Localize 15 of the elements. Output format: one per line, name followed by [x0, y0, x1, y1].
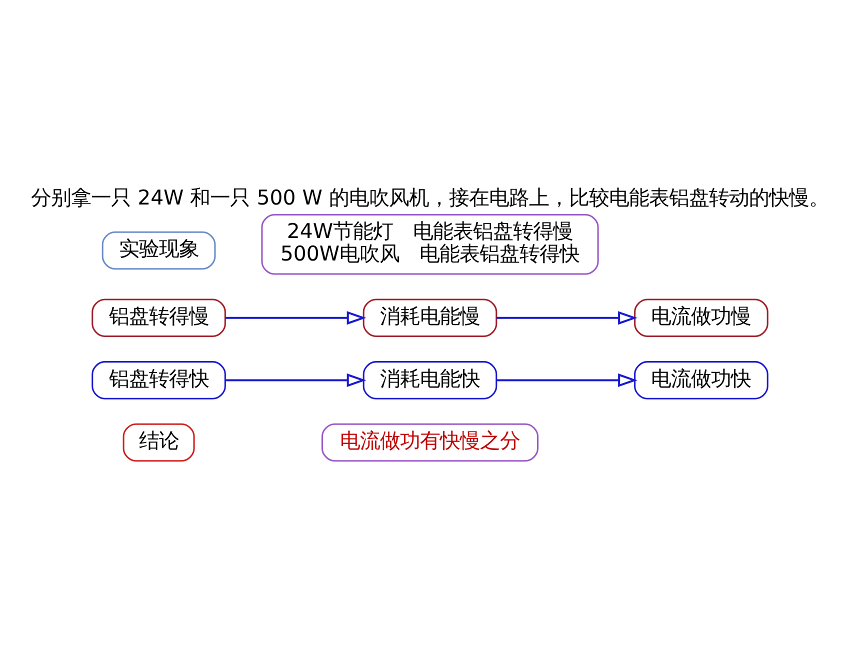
arrow: [496, 311, 638, 325]
node-box: 24W节能灯 电能表铝盘转得慢 500W电吹风 电能表铝盘转得快: [261, 214, 599, 275]
node-box: 结论: [122, 423, 195, 462]
node-box: 消耗电能快: [362, 361, 498, 400]
node-box: 铝盘转得慢: [92, 298, 226, 338]
node-box: 电流做功有快慢之分: [321, 423, 539, 462]
node-box: 电流做功快: [634, 361, 768, 400]
node-box: 铝盘转得快: [92, 361, 226, 400]
arrow: [225, 373, 366, 388]
arrow: [496, 373, 638, 388]
arrow: [225, 311, 366, 325]
node-box: 消耗电能慢: [362, 298, 498, 338]
diagram-title: 分别拿一只 24W 和一只 500 W 的电吹风机，接在电路上，比较电能表铝盘转动的快慢。: [31, 186, 829, 210]
node-box: 实验现象: [102, 231, 216, 270]
node-box: 电流做功慢: [634, 298, 768, 338]
